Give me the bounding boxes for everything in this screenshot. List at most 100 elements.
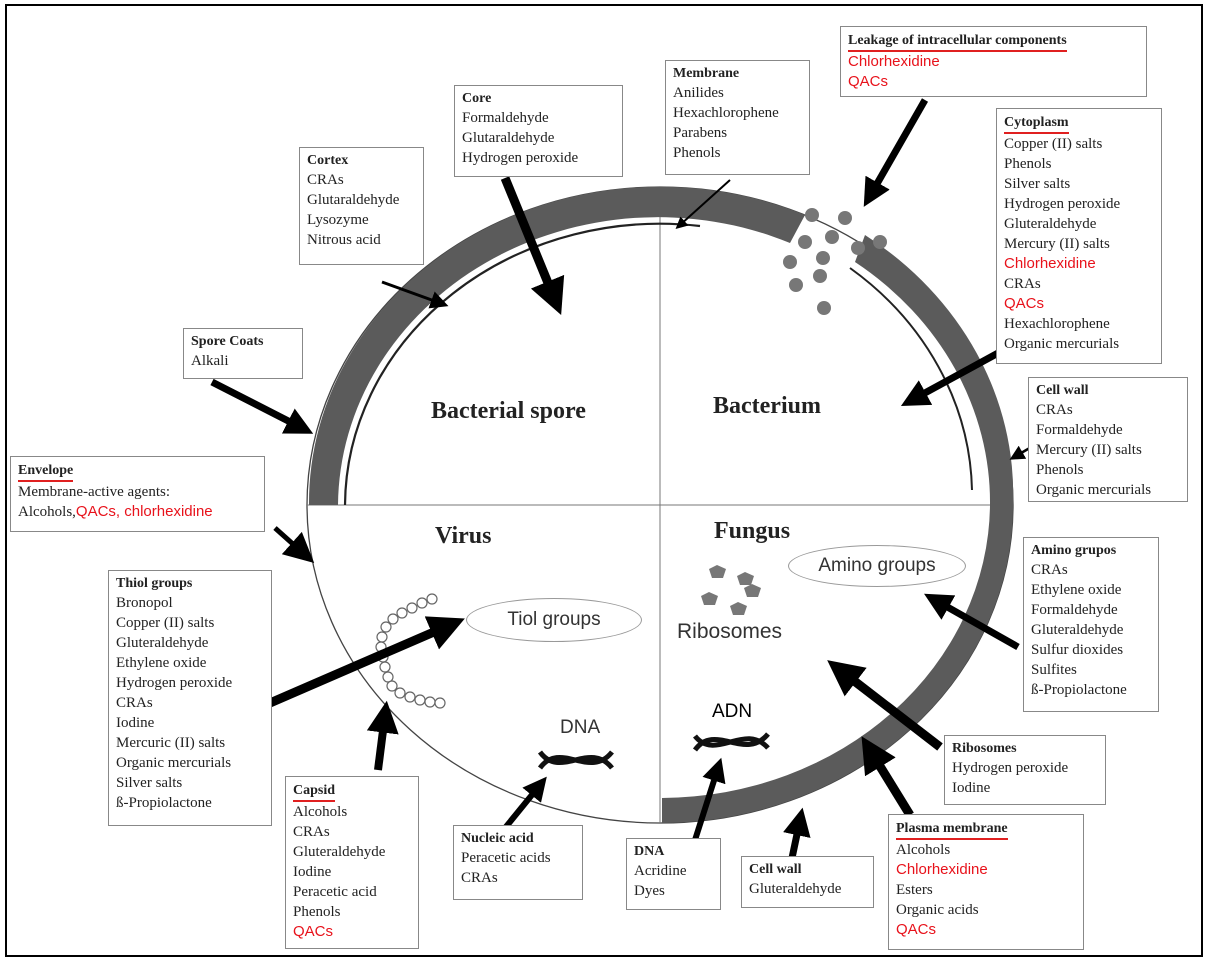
cytoplasm-item: Organic mercurials bbox=[1004, 336, 1120, 352]
cytoplasm-item: Mercury (II) salts bbox=[1004, 236, 1110, 252]
ribosomes-item: Iodine bbox=[952, 780, 991, 796]
arrow-thiol bbox=[268, 616, 465, 708]
cytoplasm-item: Copper (II) salts bbox=[1004, 136, 1103, 152]
amino-item: ß-Propiolactone bbox=[1031, 682, 1127, 698]
dna_box-title: DNA bbox=[634, 844, 665, 859]
label-bacterium: Bacterium bbox=[713, 393, 821, 419]
dna_box-item: Acridine bbox=[634, 863, 687, 879]
fungus-wall-band bbox=[662, 505, 1013, 823]
cytoplasm-item: Hexachlorophene bbox=[1004, 316, 1110, 332]
cell-wall-band bbox=[855, 235, 1014, 505]
ribosome-shapes bbox=[701, 565, 761, 615]
thiol-item: ß-Propiolactone bbox=[116, 795, 212, 811]
thiol-title: Thiol groups bbox=[116, 576, 193, 591]
core-item: Formaldehyde bbox=[462, 110, 549, 126]
capsid-item: QACs bbox=[293, 923, 334, 940]
cell_wall_bact-item: Mercury (II) salts bbox=[1036, 442, 1142, 458]
ribosomes-title: Ribosomes bbox=[952, 741, 1017, 756]
arrow-leakage bbox=[863, 98, 929, 207]
thiol-item: CRAs bbox=[116, 695, 153, 711]
thiol-item: Mercuric (II) salts bbox=[116, 735, 226, 751]
plasma-title: Plasma membrane bbox=[896, 820, 1008, 840]
thiol-item: Organic mercurials bbox=[116, 755, 232, 771]
amino-item: Ethylene oxide bbox=[1031, 582, 1122, 598]
cytoplasm-item: Silver salts bbox=[1004, 176, 1071, 192]
thiol-item: Hydrogen peroxide bbox=[116, 675, 233, 691]
cytoplasm-item: Chlorhexidine bbox=[1004, 255, 1096, 272]
arrows bbox=[210, 98, 1041, 859]
cell_wall_bact-title: Cell wall bbox=[1036, 383, 1089, 398]
core-title: Core bbox=[462, 91, 492, 106]
membrane-item: Anilides bbox=[673, 85, 724, 101]
label-fungus: Fungus bbox=[714, 518, 791, 544]
capsid-title: Capsid bbox=[293, 782, 336, 802]
capsid-item: Iodine bbox=[293, 864, 332, 880]
cell_wall_bact-item: CRAs bbox=[1036, 402, 1073, 418]
cortex-item: Glutaraldehyde bbox=[307, 192, 400, 208]
arrow-amino bbox=[924, 593, 1020, 651]
plasma-item: Alcohols bbox=[896, 842, 951, 858]
amino-item: Gluteraldehyde bbox=[1031, 622, 1124, 638]
cortex-item: Nitrous acid bbox=[307, 232, 381, 248]
dna-label: DNA bbox=[560, 717, 601, 738]
capsid-item: Gluteraldehyde bbox=[293, 844, 386, 860]
arrow-cortex bbox=[381, 280, 449, 309]
envelope-title: Envelope bbox=[18, 462, 74, 482]
thiol-item: Copper (II) salts bbox=[116, 615, 215, 631]
membrane-title: Membrane bbox=[673, 66, 740, 81]
cytoplasm-item: CRAs bbox=[1004, 276, 1041, 292]
thiol-item: Gluteraldehyde bbox=[116, 635, 209, 651]
amino-item: Formaldehyde bbox=[1031, 602, 1118, 618]
thiol-item: Bronopol bbox=[116, 595, 173, 611]
leakage-title: Leakage of intracellular components bbox=[848, 32, 1067, 52]
plasma-item: QACs bbox=[896, 921, 937, 938]
cell_wall_bact-item: Formaldehyde bbox=[1036, 422, 1123, 438]
thiol-item: Ethylene oxide bbox=[116, 655, 207, 671]
leakage-item: Chlorhexidine bbox=[848, 53, 940, 70]
cytoplasm-title: Cytoplasm bbox=[1004, 114, 1069, 134]
plasma-item: Chlorhexidine bbox=[896, 861, 988, 878]
plasma-item: Esters bbox=[896, 882, 933, 898]
cytoplasm-item: Gluteraldehyde bbox=[1004, 216, 1097, 232]
cortex-item: CRAs bbox=[307, 172, 344, 188]
arrow-membrane bbox=[675, 179, 731, 230]
spore_coats-item: Alkali bbox=[191, 353, 229, 369]
cytoplasm-item: Hydrogen peroxide bbox=[1004, 196, 1121, 212]
arrow-plasma bbox=[861, 736, 914, 818]
amino-title: Amino grupos bbox=[1031, 543, 1117, 558]
cell_wall_bact-item: Organic mercurials bbox=[1036, 482, 1152, 498]
dna-helix-fungus bbox=[692, 732, 770, 752]
plasma-item: Organic acids bbox=[896, 902, 979, 918]
cortex-item: Lysozyme bbox=[307, 212, 369, 228]
leakage-item: QACs bbox=[848, 73, 889, 90]
membrane-item: Hexachlorophene bbox=[673, 105, 779, 121]
arrow-core bbox=[500, 176, 565, 315]
label-virus: Virus bbox=[435, 523, 492, 549]
arrow-envelope bbox=[273, 526, 315, 563]
arrow-cell-wall-fungus bbox=[783, 807, 811, 859]
spore-coat-band bbox=[308, 186, 805, 506]
ribosomes-label: Ribosomes bbox=[677, 620, 783, 643]
envelope-line2: Alcohols,QACs, chlorhexidine bbox=[18, 502, 258, 522]
arrow-dna bbox=[692, 757, 726, 841]
cell_wall_bact-item: Phenols bbox=[1036, 462, 1084, 478]
bacterium-membrane-line bbox=[849, 267, 973, 491]
ribosomes-item: Hydrogen peroxide bbox=[952, 760, 1069, 776]
cytoplasm-item: QACs bbox=[1004, 295, 1045, 312]
leakage-dots bbox=[783, 208, 887, 315]
envelope-line2-red: QACs, chlorhexidine bbox=[75, 503, 213, 520]
spore_coats-title: Spore Coats bbox=[191, 334, 264, 349]
dna-helix-virus bbox=[537, 750, 614, 770]
